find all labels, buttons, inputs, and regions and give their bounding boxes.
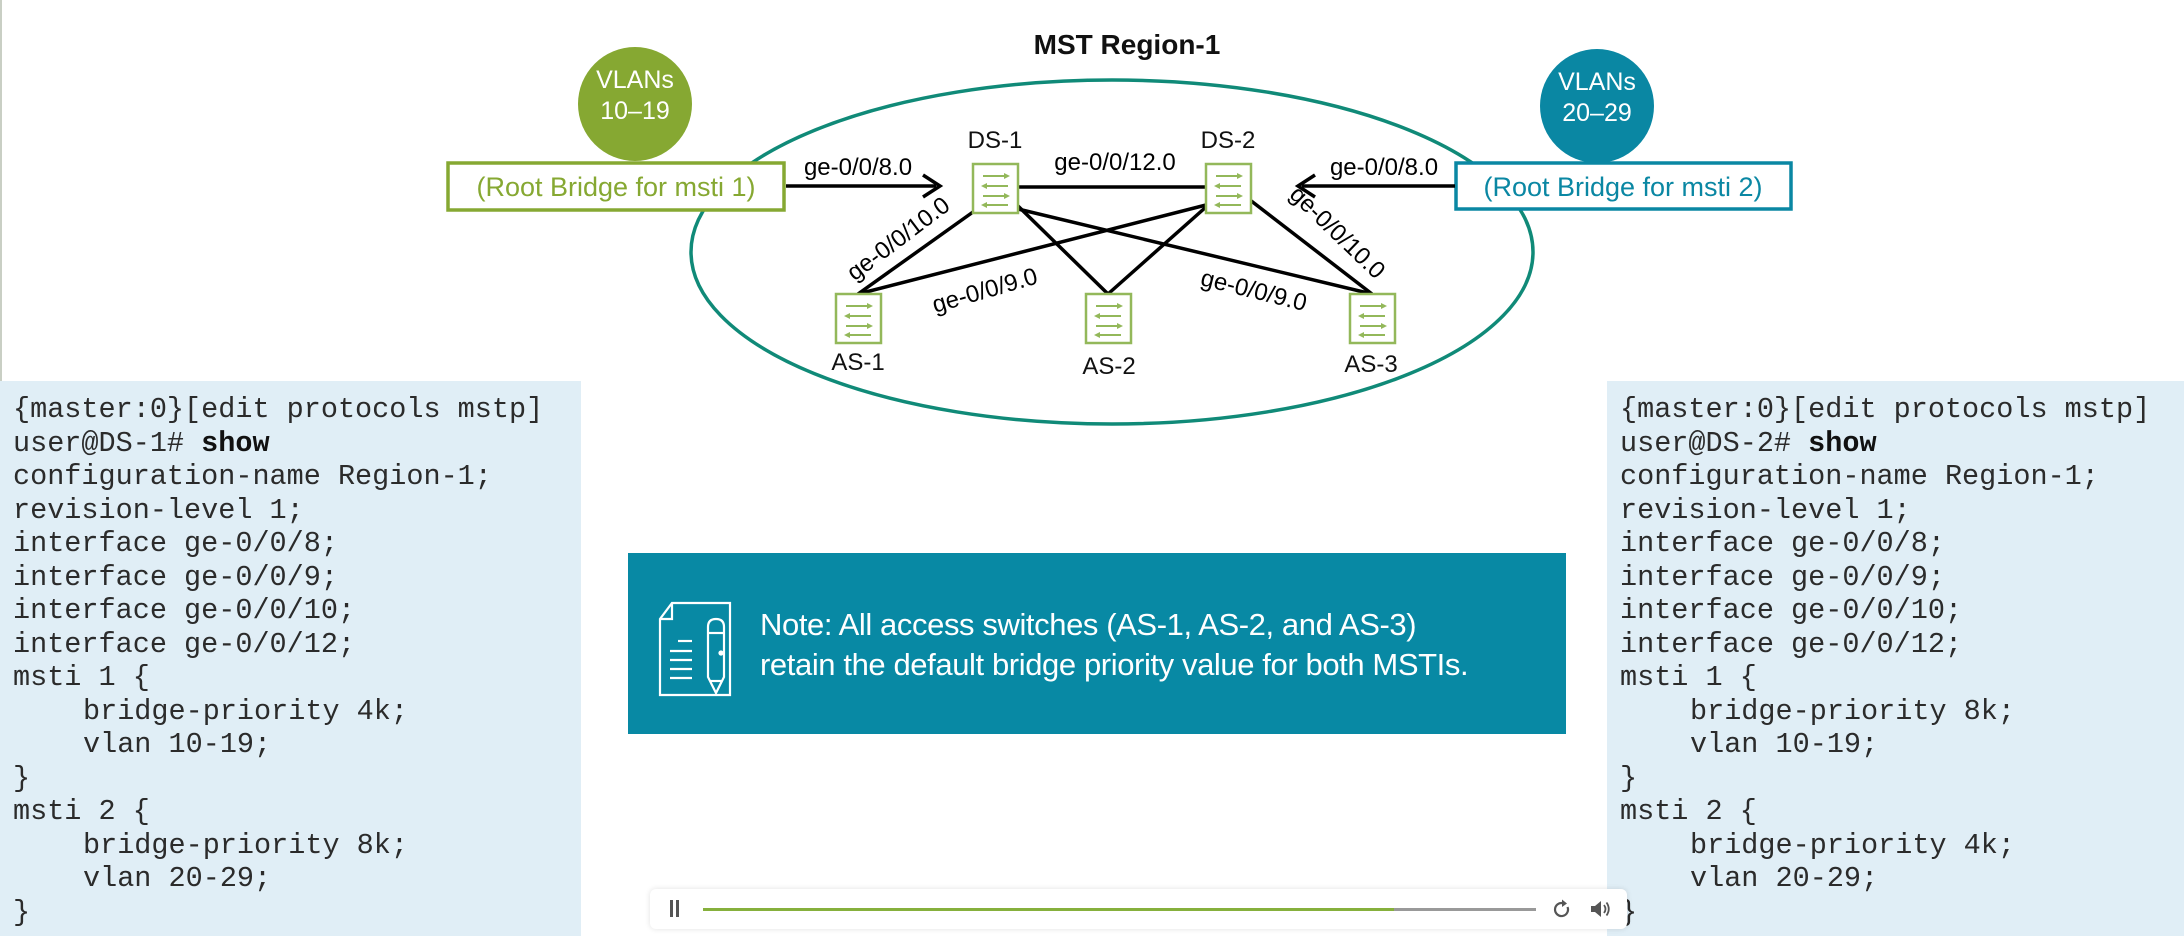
switch-label-as3: AS-3 (1344, 351, 1397, 378)
ds2-config-line: bridge-priority 4k; (1690, 828, 2015, 862)
ds2-config-line: } (1620, 761, 1638, 795)
ds1-config-line: bridge-priority 8k; (83, 828, 408, 862)
mst-region-outline (689, 78, 1535, 426)
diagram-title: MST Region-1 (1034, 29, 1221, 60)
link-ds1-as3 (1017, 207, 1373, 296)
vlan-badge-msti1-line1: VLANs (596, 66, 674, 94)
pause-icon-bar2 (676, 900, 679, 917)
cli-prompt: user@DS-2# (1620, 426, 1809, 460)
vlan-badge-msti2-line1: VLANs (1558, 68, 1636, 96)
ds2-config-line: interface ge-0/0/12; (1620, 627, 1963, 661)
ds2-config-panel: {master:0}[edit protocols mstp]user@DS-2… (1607, 381, 2184, 936)
ds2-config-line: } (1620, 895, 1638, 929)
note-box: Note: All access switches (AS-1, AS-2, a… (628, 553, 1566, 734)
ds1-config-line: bridge-priority 4k; (83, 694, 408, 728)
ds1-config-line: {master:0}[edit protocols mstp] (13, 393, 544, 426)
vlan-badge-msti2: VLANs 20–29 (1540, 49, 1654, 163)
ds1-config-line: msti 2 { (13, 795, 150, 828)
ds1-config-line: } (13, 895, 31, 929)
ds1-config-line: interface ge-0/0/9; (13, 560, 338, 594)
vlan-badge-msti1: VLANs 10–19 (578, 47, 692, 161)
switch-label-as1: AS-1 (831, 349, 884, 376)
progress-fill (703, 908, 1395, 911)
link-label-ds1-ds2: ge-0/0/12.0 (1054, 149, 1175, 176)
cli-command: show (1808, 426, 1877, 460)
ds2-config-line: configuration-name Region-1; (1620, 460, 2099, 493)
ds1-config-line: user@DS-1# show (13, 427, 581, 461)
ds1-config-line: revision-level 1; (13, 493, 304, 527)
ds1-config-panel: {master:0}[edit protocols mstp]user@DS-1… (0, 381, 581, 936)
link-ds1-as1 (856, 210, 975, 296)
root-bridge-msti1: (Root Bridge for msti 1) (446, 161, 786, 212)
arrowhead-to-ds2 (1294, 173, 1316, 199)
ds1-config-line: configuration-name Region-1; (13, 460, 492, 493)
volume-icon[interactable] (1590, 899, 1612, 919)
ds1-config-line: interface ge-0/0/8; (13, 527, 338, 560)
switch-icon-as-2 (1084, 292, 1133, 345)
ds2-config-line: bridge-priority 8k; (1690, 694, 2015, 728)
link-ds1-as2 (1015, 203, 1110, 296)
ds1-config-line: vlan 20-29; (83, 862, 272, 895)
cli-prompt: user@DS-1# (13, 426, 202, 460)
link-label-ds1-as3: ge-0/0/9.0 (1198, 265, 1309, 317)
progress-slider[interactable] (703, 908, 1536, 911)
ds2-config-line: revision-level 1; (1620, 493, 1911, 527)
ds2-config-line: vlan 20-29; (1690, 862, 1879, 895)
link-label-root2-ds2: ge-0/0/8.0 (1330, 154, 1438, 181)
ds1-config-line: interface ge-0/0/12; (13, 627, 356, 661)
ds1-config-line: vlan 10-19; (83, 728, 272, 761)
switch-label-ds2: DS-2 (1201, 127, 1256, 154)
root-bridge-msti2-label: (Root Bridge for msti 2) (1483, 172, 1762, 202)
root-bridge-msti2: (Root Bridge for msti 2) (1454, 161, 1793, 211)
vlan-badge-msti2-line2: 20–29 (1562, 99, 1632, 127)
mst-topology-diagram: MST Region-1 VLANs 10–19 VLANs 20–29 (Ro… (446, 29, 1793, 426)
switch-icon-as-3 (1348, 292, 1397, 345)
link-label-root1-ds1: ge-0/0/8.0 (804, 154, 912, 181)
link-ds2-as3 (1248, 198, 1374, 296)
pause-button[interactable] (668, 900, 682, 918)
ds2-config-line: user@DS-2# show (1620, 427, 2184, 461)
link-ds2-as1 (857, 203, 1207, 296)
pause-icon (670, 900, 673, 917)
vlan-badge-msti1-line2: 10–19 (600, 97, 670, 125)
link-ds2-as2 (1106, 205, 1208, 296)
note-text: Note: All access switches (AS-1, AS-2, a… (760, 605, 1469, 685)
ds2-config-line: interface ge-0/0/10; (1620, 594, 1963, 627)
switch-label-as2: AS-2 (1082, 353, 1135, 380)
note-text-line2: retain the default bridge priority value… (760, 647, 1469, 682)
ds2-config-line: msti 1 { (1620, 661, 1757, 694)
ds2-config-line: interface ge-0/0/8; (1620, 527, 1945, 560)
cli-command: show (201, 426, 270, 460)
ds1-config-line: msti 1 { (13, 661, 150, 694)
switch-icon-ds-2 (1204, 162, 1253, 215)
ds2-config-line: interface ge-0/0/9; (1620, 560, 1945, 594)
ds2-config-line: msti 2 { (1620, 795, 1757, 828)
ds2-config-line: vlan 10-19; (1690, 728, 1879, 761)
media-player-bar (650, 889, 1627, 929)
switch-label-ds1: DS-1 (968, 127, 1023, 154)
switch-icon-as-1 (834, 292, 883, 345)
note-text-line1: Note: All access switches (AS-1, AS-2, a… (760, 607, 1417, 642)
ds1-config-line: interface ge-0/0/10; (13, 594, 356, 627)
reload-icon[interactable] (1552, 899, 1572, 919)
left-edge-rule (0, 0, 2, 530)
arrowhead-to-ds1 (922, 173, 944, 199)
ds2-config-line: {master:0}[edit protocols mstp] (1620, 393, 2151, 426)
switch-icon-ds-1 (971, 162, 1020, 215)
ds1-config-line: } (13, 761, 31, 795)
root-bridge-msti1-label: (Root Bridge for msti 1) (476, 172, 755, 202)
document-pencil-icon (658, 601, 732, 697)
